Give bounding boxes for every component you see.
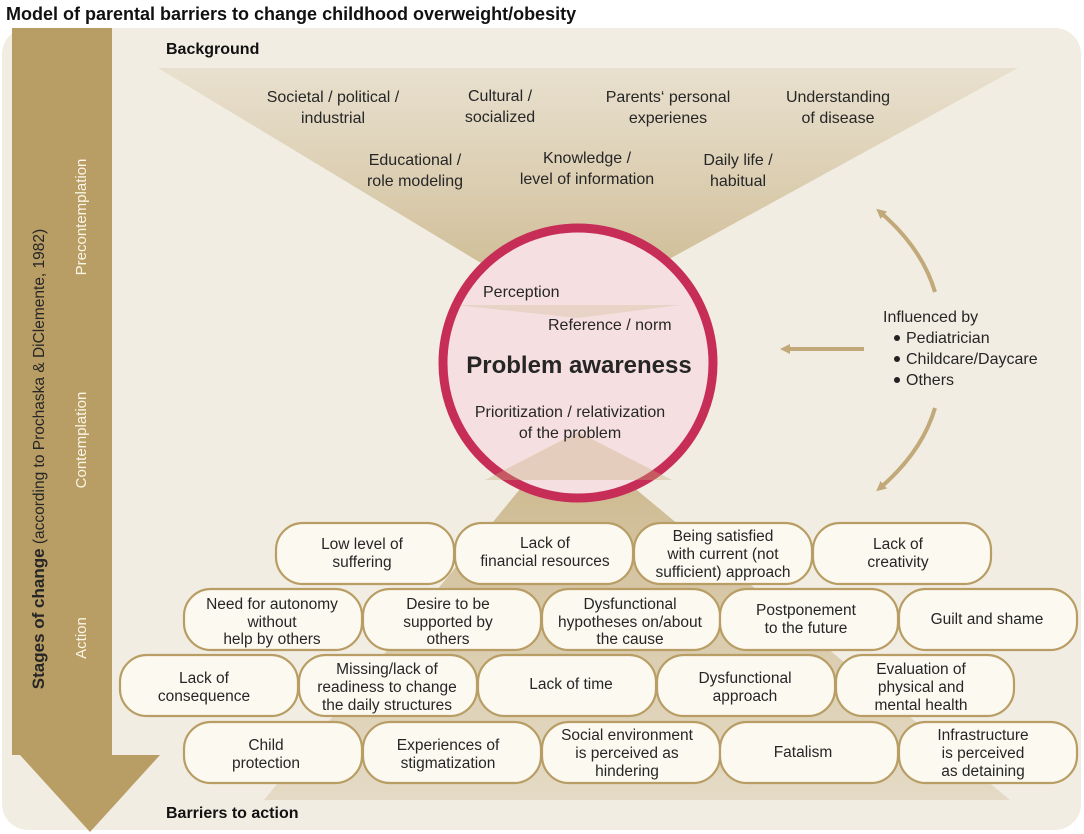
factor-cultural: Cultural /socialized [465, 88, 535, 126]
problem-awareness-title: Problem awareness [466, 352, 691, 379]
stage-precontemplation: Precontemplation [73, 159, 90, 276]
stages-of-change-arrow [12, 28, 160, 832]
diagram-title: Model of parental barriers to change chi… [6, 4, 576, 24]
barriers-to-action-heading: Barriers to action [166, 805, 298, 822]
arrow-up-icon [876, 208, 937, 293]
perception-label: Perception [483, 284, 560, 301]
arrow-down-icon [876, 407, 937, 492]
factor-societal: Societal / political /industrial [267, 89, 400, 127]
stages-of-change-label: Stages of change (according to Prochaska… [29, 229, 48, 689]
bullet-icon [894, 356, 900, 362]
barrier-pill: Fatalism [718, 720, 900, 785]
svg-text:Guilt and shame: Guilt and shame [931, 611, 1044, 628]
factor-daily-life: Daily life /habitual [703, 152, 773, 190]
bullet-icon [894, 335, 900, 341]
factor-knowledge: Knowledge /level of information [520, 150, 654, 188]
influencer-childcare: Childcare/Daycare [906, 351, 1038, 368]
factor-educational: Educational /role modeling [367, 152, 463, 190]
bullet-icon [894, 377, 900, 383]
problem-awareness-circle [438, 223, 718, 503]
background-heading: Background [166, 41, 259, 58]
stage-contemplation: Contemplation [73, 392, 90, 489]
svg-text:Fatalism: Fatalism [774, 744, 833, 761]
reference-norm-label: Reference / norm [548, 317, 672, 334]
influenced-by-heading: Influenced by [883, 309, 978, 326]
influencer-pediatrician: Pediatrician [906, 330, 990, 347]
svg-text:Lack of time: Lack of time [529, 676, 613, 693]
influencer-others: Others [906, 372, 954, 389]
barrier-pill: Guilt and shame [897, 587, 1079, 652]
background-funnel [158, 68, 1018, 315]
stages-label-rest: (according to Prochaska & DiClemente, 19… [31, 229, 48, 549]
barrier-pill: Lack of time [476, 653, 658, 718]
stage-action: Action [73, 617, 90, 659]
stages-label-bold: Stages of change [29, 548, 48, 689]
